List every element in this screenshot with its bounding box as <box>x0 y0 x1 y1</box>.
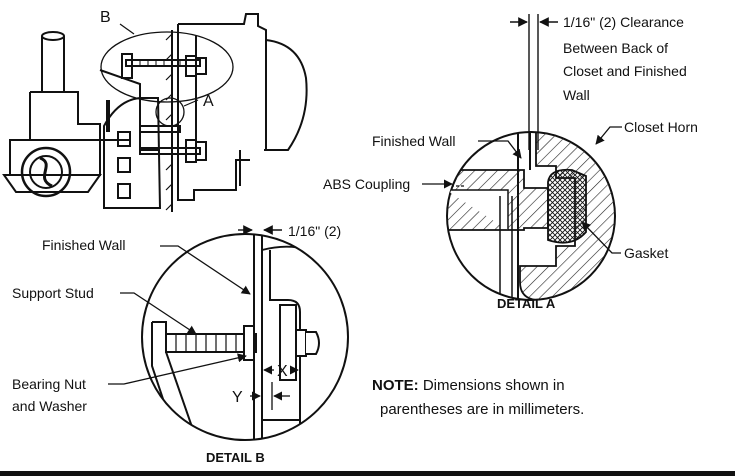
callout-a-letter: A <box>203 93 214 110</box>
note-prefix: NOTE: <box>372 377 419 394</box>
detail-a-drawing <box>446 131 616 301</box>
x-dimension <box>261 362 301 378</box>
clearance-label-line4: Wall <box>563 87 590 103</box>
x-label: X <box>277 363 288 380</box>
y-label: Y <box>232 389 243 406</box>
detail-a-finished-wall-label: Finished Wall <box>372 133 456 149</box>
gasket-label: Gasket <box>624 245 668 261</box>
note-line1-text: Dimensions shown in <box>419 377 565 394</box>
clearance-label-line3: Closet and Finished <box>563 63 687 79</box>
note-line2: parentheses are in millimeters. <box>380 401 584 418</box>
detail-b-dimension-label: 1/16" (2) <box>288 223 341 239</box>
abs-coupling-label: ABS Coupling <box>323 176 410 192</box>
bearing-nut-label-line1: Bearing Nut <box>12 376 86 392</box>
bearing-nut-label-line2: and Washer <box>12 398 87 414</box>
note-line1: NOTE: Dimensions shown in <box>372 377 565 394</box>
clearance-label-line2: Between Back of <box>563 40 668 56</box>
clearance-label-line1: 1/16" (2) Clearance <box>563 14 684 30</box>
y-dimension <box>250 382 290 410</box>
detail-b-drawing <box>141 233 349 441</box>
callout-b-letter: B <box>100 9 111 26</box>
detail-a-caption: DETAIL A <box>497 296 556 311</box>
closet-horn-label: Closet Horn <box>624 119 698 135</box>
support-stud-label: Support Stud <box>12 285 94 301</box>
detail-b-caption: DETAIL B <box>206 450 265 465</box>
detail-b-finished-wall-label: Finished Wall <box>42 237 126 253</box>
bottom-rule <box>0 471 735 476</box>
clearance-dimension-a <box>510 14 558 150</box>
overview-illustration <box>2 13 308 212</box>
